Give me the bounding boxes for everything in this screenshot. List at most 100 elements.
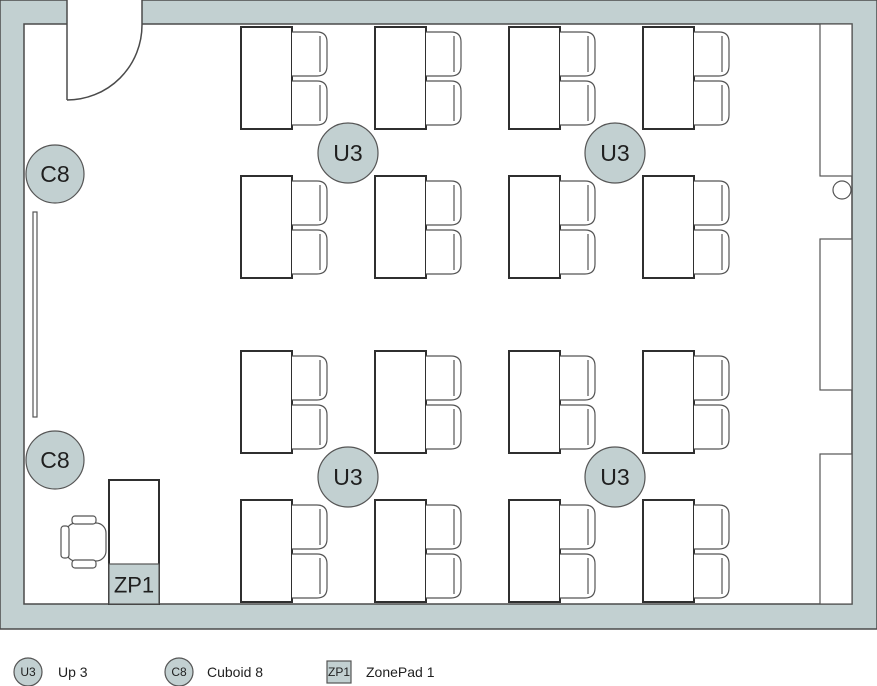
student-desk bbox=[642, 350, 695, 454]
student-chair bbox=[292, 504, 328, 550]
student-chair bbox=[292, 553, 328, 599]
desk-unit bbox=[508, 26, 596, 130]
desk-unit bbox=[508, 175, 596, 279]
whiteboard bbox=[32, 211, 38, 418]
student-chair bbox=[292, 229, 328, 275]
up3-device-label: U3 bbox=[333, 464, 362, 490]
student-desk bbox=[240, 350, 293, 454]
student-chair bbox=[292, 404, 328, 450]
legend-icon-label: U3 bbox=[20, 665, 36, 679]
up3-device-label: U3 bbox=[600, 464, 629, 490]
wall-cabinet-middle bbox=[819, 238, 853, 391]
legend-label: Cuboid 8 bbox=[207, 664, 263, 680]
zonepad1-device-label: ZP1 bbox=[114, 573, 154, 598]
student-chair bbox=[426, 229, 462, 275]
legend-icon-cuboid8 bbox=[164, 657, 194, 686]
student-chair bbox=[426, 80, 462, 126]
student-chair bbox=[694, 355, 730, 401]
desk-unit bbox=[374, 499, 462, 603]
student-chair bbox=[426, 504, 462, 550]
desk-unit bbox=[240, 26, 328, 130]
student-chair bbox=[694, 553, 730, 599]
legend-icon-up3 bbox=[13, 657, 43, 686]
desk-unit bbox=[642, 350, 730, 454]
wall-cabinet-bottom bbox=[819, 453, 853, 605]
door-swing bbox=[66, 24, 143, 101]
student-chair bbox=[292, 80, 328, 126]
student-desk bbox=[642, 175, 695, 279]
desk-unit bbox=[642, 175, 730, 279]
legend-item-zonepad1: ZP1 ZonePad 1 bbox=[326, 660, 435, 684]
legend-item-cuboid8: C8 Cuboid 8 bbox=[164, 657, 263, 686]
student-chair bbox=[694, 504, 730, 550]
student-chair bbox=[560, 180, 596, 226]
student-chair bbox=[560, 504, 596, 550]
desk-unit bbox=[374, 175, 462, 279]
desk-unit bbox=[642, 26, 730, 130]
student-chair bbox=[694, 31, 730, 77]
legend-label: Up 3 bbox=[58, 664, 88, 680]
zonepad1-device: ZP1 bbox=[108, 563, 160, 605]
student-desk bbox=[374, 350, 427, 454]
student-desk bbox=[508, 26, 561, 130]
student-chair bbox=[560, 355, 596, 401]
student-desk bbox=[240, 175, 293, 279]
legend-item-up3: U3 Up 3 bbox=[13, 657, 88, 686]
wall-cabinet-top bbox=[819, 23, 853, 177]
up3-device-1: U3 bbox=[317, 122, 379, 184]
student-desk bbox=[642, 26, 695, 130]
student-chair bbox=[560, 31, 596, 77]
student-desk bbox=[240, 499, 293, 603]
cuboid8-device-label: C8 bbox=[40, 447, 69, 473]
legend-icon-label: C8 bbox=[171, 665, 187, 679]
up3-device-label: U3 bbox=[333, 140, 362, 166]
up3-device-3: U3 bbox=[317, 446, 379, 508]
student-chair bbox=[426, 31, 462, 77]
desk-unit bbox=[240, 350, 328, 454]
desk-grid bbox=[240, 26, 730, 603]
cuboid8-device-1: C8 bbox=[25, 144, 85, 204]
desk-unit bbox=[374, 350, 462, 454]
up3-device-2: U3 bbox=[584, 122, 646, 184]
student-chair bbox=[694, 180, 730, 226]
legend-icon-label: ZP1 bbox=[328, 665, 350, 679]
student-chair bbox=[292, 355, 328, 401]
door-opening bbox=[67, 0, 142, 26]
desk-unit bbox=[508, 499, 596, 603]
student-desk bbox=[642, 499, 695, 603]
student-desk bbox=[374, 499, 427, 603]
student-chair bbox=[694, 80, 730, 126]
student-desk bbox=[508, 499, 561, 603]
student-chair bbox=[560, 80, 596, 126]
student-chair bbox=[560, 404, 596, 450]
student-chair bbox=[426, 404, 462, 450]
wall-outlet bbox=[832, 180, 852, 200]
legend-label: ZonePad 1 bbox=[366, 664, 435, 680]
student-chair bbox=[426, 355, 462, 401]
student-chair bbox=[694, 404, 730, 450]
cuboid8-device-label: C8 bbox=[40, 161, 69, 187]
cuboid8-device-2: C8 bbox=[25, 430, 85, 490]
desk-unit bbox=[240, 175, 328, 279]
legend-icon-zonepad1 bbox=[326, 660, 352, 684]
student-desk bbox=[508, 175, 561, 279]
student-chair bbox=[426, 180, 462, 226]
desk-unit bbox=[240, 499, 328, 603]
student-chair bbox=[426, 553, 462, 599]
student-chair bbox=[292, 31, 328, 77]
desk-unit bbox=[374, 26, 462, 130]
student-chair bbox=[292, 180, 328, 226]
student-desk bbox=[374, 26, 427, 130]
student-desk bbox=[374, 175, 427, 279]
desk-unit bbox=[508, 350, 596, 454]
student-chair bbox=[694, 229, 730, 275]
desk-unit bbox=[642, 499, 730, 603]
student-chair bbox=[560, 553, 596, 599]
student-desk bbox=[240, 26, 293, 130]
up3-device-4: U3 bbox=[584, 446, 646, 508]
teacher-chair bbox=[60, 515, 107, 569]
student-chair bbox=[560, 229, 596, 275]
legend: U3 Up 3 C8 Cuboid 8 ZP1 ZonePad 1 bbox=[13, 657, 435, 686]
student-desk bbox=[508, 350, 561, 454]
